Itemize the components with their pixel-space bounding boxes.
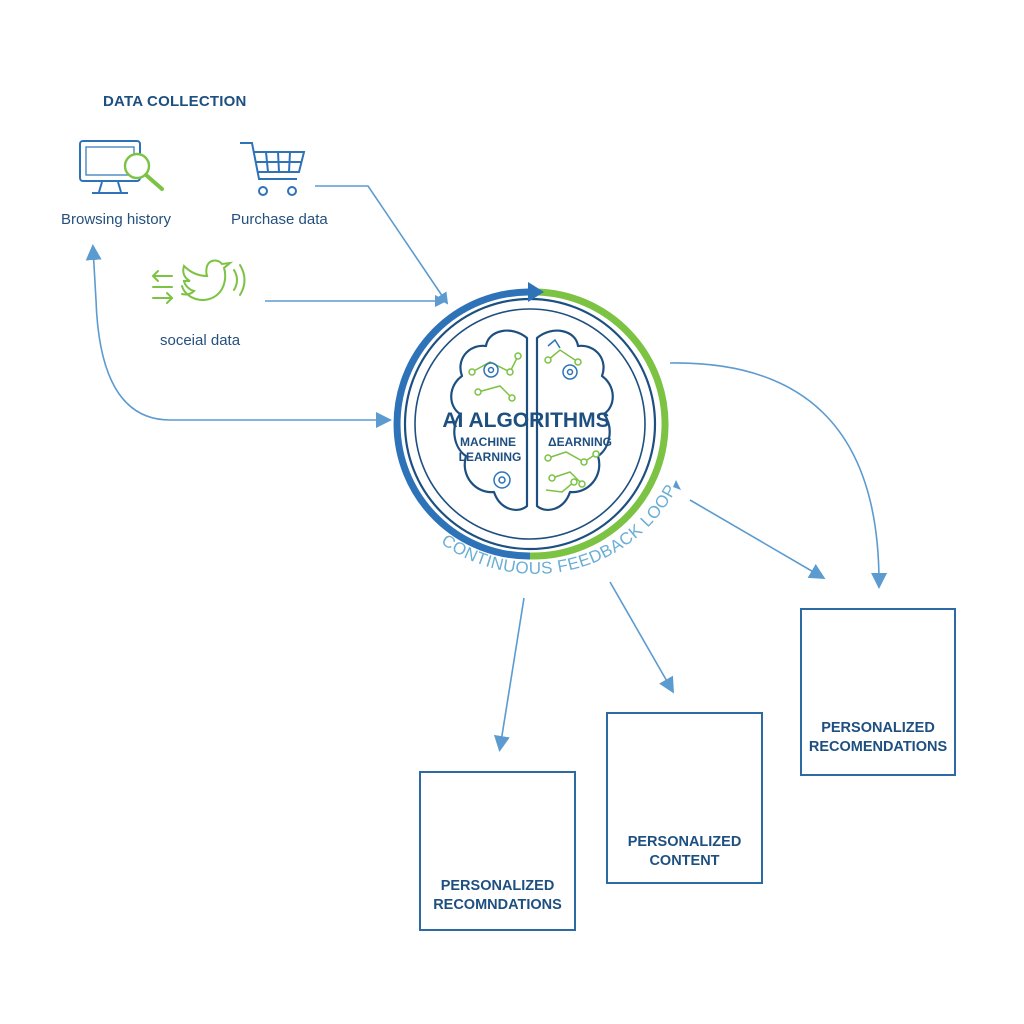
feedback-loop-arrowhead [528, 282, 544, 302]
output-box-recommendations-star: PERSONALIZED RECOMNDATIONS [419, 771, 576, 931]
feedback-loop-green-arc [529, 288, 669, 560]
output-box-recommendations-gift: PERSONALIZED RECOMENDATIONS [800, 608, 956, 776]
hub-right-label: ΔEARNING [548, 435, 612, 449]
output-box-line2: RECOMENDATIONS [808, 739, 948, 755]
hub-inner-ring [414, 308, 646, 540]
arrow-hub-browsing-loop [85, 244, 392, 428]
browsing-history-label: Browsing history [61, 211, 172, 228]
hub-left-label-line2: LEARNING [459, 450, 522, 464]
arrow-hub-to-content [609, 581, 674, 694]
social-bird-icon [151, 259, 246, 304]
purchase-data-label: Purchase data [231, 211, 328, 228]
monitor-magnifier-icon [79, 140, 164, 194]
arrow-hub-to-gift [669, 362, 888, 589]
tiny-tick-mark [673, 480, 681, 490]
output-box-line2: RECOMNDATIONS [433, 897, 562, 913]
shopping-cart-icon [240, 142, 306, 196]
output-box-line1: PERSONALIZED [440, 878, 555, 894]
arrow-purchase-to-hub [315, 185, 449, 305]
arrow-hub-to-star [493, 597, 525, 752]
arrow-hub-to-recommendations [689, 499, 826, 580]
data-collection-title: DATA COLLECTION [103, 93, 247, 110]
feedback-loop-blue-arc [393, 288, 531, 560]
output-box-line2: CONTENT [649, 853, 720, 869]
output-box-line1: PERSONALIZED [821, 720, 935, 736]
social-data-label: soceial data [160, 332, 241, 349]
brain-circuit-icon [450, 329, 614, 511]
output-box-line1: PERSONALIZED [627, 834, 742, 850]
hub-left-label-line1: MACHINE [460, 435, 516, 449]
hub-title: AI ALGORITHMS [442, 409, 609, 432]
hub [393, 282, 669, 560]
output-box-content: PERSONALIZED CONTENT [606, 712, 763, 884]
